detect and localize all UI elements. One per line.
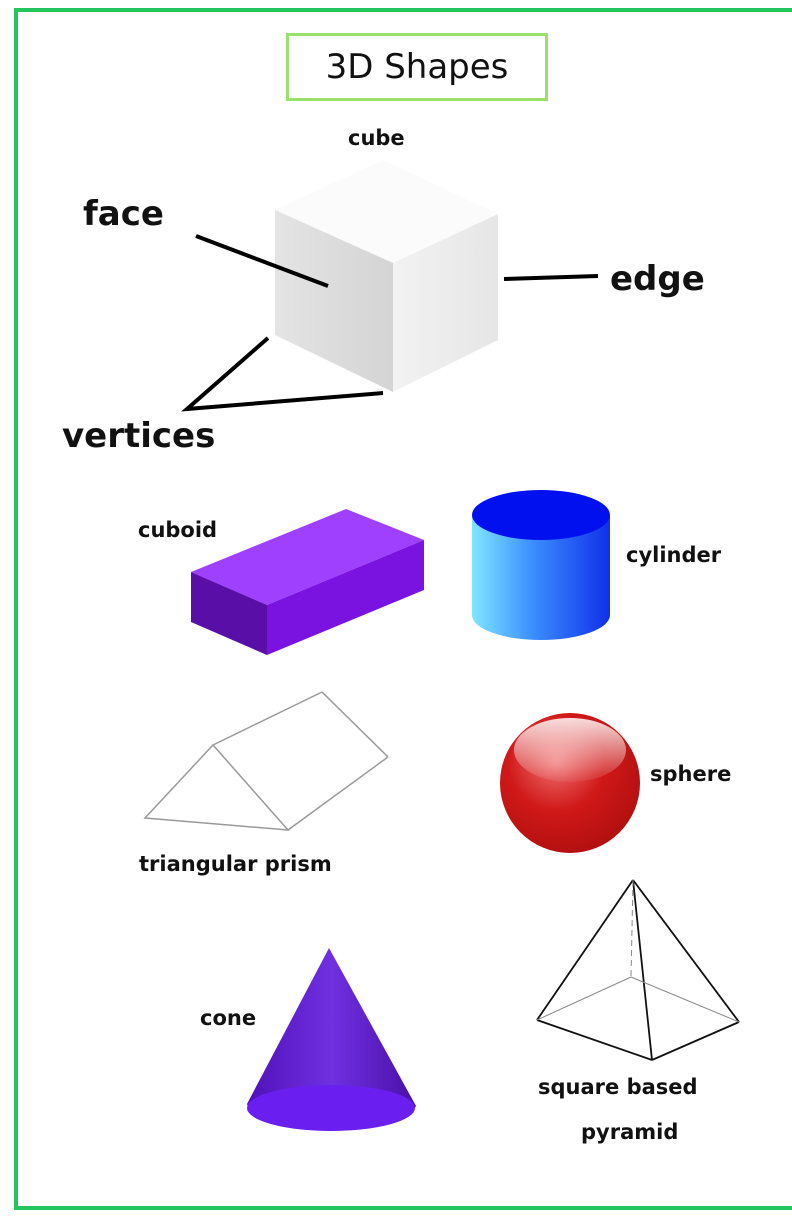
square-pyramid-label-line1: square based (538, 1075, 698, 1099)
edge-pointer-line (503, 274, 599, 281)
vertices-label: vertices (62, 416, 216, 456)
square-pyramid-shape (536, 879, 740, 1061)
vertices-pointer-line (181, 336, 384, 412)
cone-shape (247, 948, 416, 1131)
triangular-prism-shape (143, 691, 389, 831)
cube-shape (275, 160, 498, 392)
cone-label: cone (200, 1006, 257, 1030)
cube-label: cube (348, 126, 405, 150)
page-title: 3D Shapes (286, 33, 548, 101)
page-frame (14, 8, 792, 1210)
face-pointer-line (195, 234, 329, 288)
sphere-shape (500, 713, 640, 853)
square-pyramid-label-line2: pyramid (581, 1120, 679, 1144)
edge-label: edge (610, 259, 705, 299)
sphere-label: sphere (650, 762, 732, 786)
face-label: face (83, 194, 164, 234)
cylinder-shape (472, 490, 610, 640)
cuboid-label: cuboid (138, 518, 218, 542)
triangular-prism-label: triangular prism (139, 852, 332, 876)
cuboid-shape (191, 509, 424, 655)
cylinder-label: cylinder (626, 543, 722, 567)
